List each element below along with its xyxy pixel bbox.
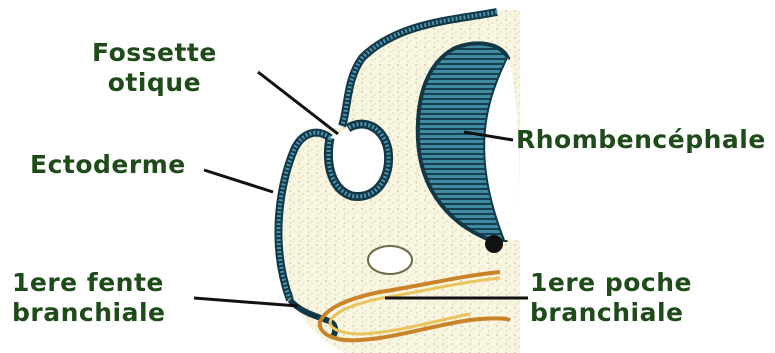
- label-ectoderme: Ectoderme: [30, 150, 186, 180]
- label-fossette-otique: Fossette otique: [92, 38, 217, 98]
- pointer-fente-branchiale: [194, 298, 298, 306]
- label-fente-branchiale: 1ere fente branchiale: [12, 268, 165, 328]
- aortic-cavity: [368, 246, 412, 274]
- pointer-ectoderme: [204, 170, 273, 192]
- notochord-dot: [485, 235, 503, 253]
- pointer-fossette-otique: [258, 72, 338, 134]
- label-poche-branchiale: 1ere poche branchiale: [530, 268, 692, 328]
- label-rhombencephale: Rhombencéphale: [516, 125, 766, 155]
